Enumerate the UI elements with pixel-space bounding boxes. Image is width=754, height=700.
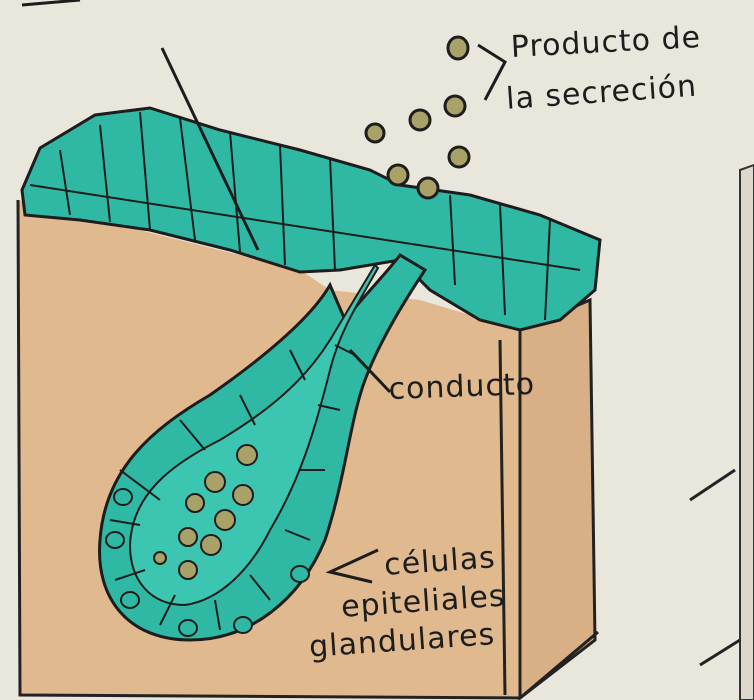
released-secretion-droplets: [364, 35, 471, 200]
tissue-edge-line: [498, 339, 507, 696]
tissue-side-face: [518, 297, 597, 700]
tissue-outline: [16, 199, 521, 700]
epithelial-cell-outlines: [29, 111, 581, 631]
cells-pointer-bracket: [325, 548, 379, 584]
tissue-bottom-edge: [519, 630, 599, 700]
surface-epithelium: [20, 106, 602, 332]
duct-pointer-line: [348, 348, 392, 394]
gland-lumen: [128, 263, 380, 607]
pointer-lines: [160, 43, 507, 584]
duct-label: conducto: [388, 366, 536, 407]
edge-arrow-lower: [699, 638, 741, 667]
top-scribble: [21, 0, 81, 7]
right-edge-block: [739, 163, 754, 700]
cell-nuclei: [105, 488, 310, 637]
top-pointer-line: [160, 47, 260, 251]
edge-arrow-upper: [689, 468, 736, 502]
secretion-bracket: [477, 43, 507, 101]
secretion-granules-internal: [153, 444, 258, 580]
